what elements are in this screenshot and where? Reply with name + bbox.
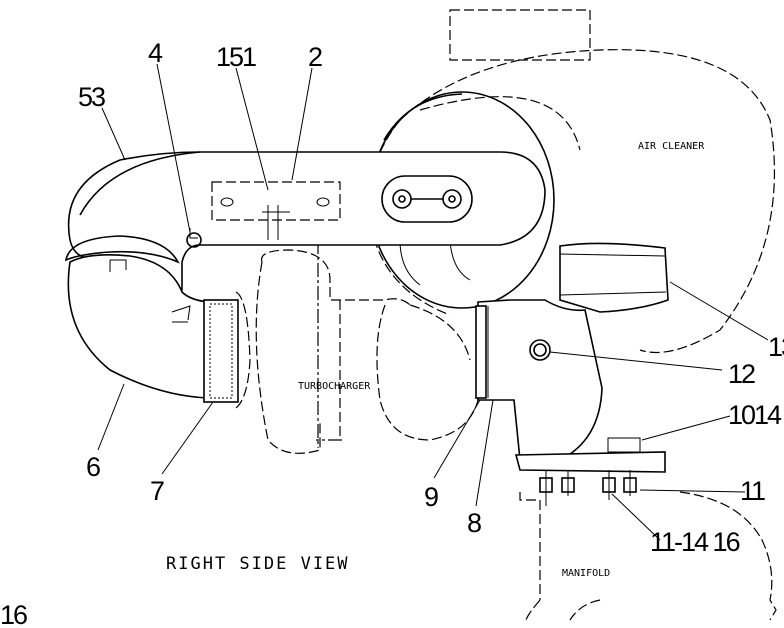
callout-151: 151: [216, 42, 256, 72]
callout-12: 12: [728, 359, 755, 389]
callout-1014: 1014: [728, 400, 782, 430]
outlet-elbow: [475, 242, 669, 461]
turbocharger: TURBOCHARGER: [235, 240, 479, 454]
view-title: RIGHT SIDE VIEW: [166, 554, 350, 574]
callout-7: 7: [150, 476, 164, 506]
callout-4: 4: [148, 38, 163, 68]
callout-8: 8: [467, 508, 481, 538]
callout-11: 11: [740, 476, 765, 506]
callout-2: 2: [308, 42, 322, 72]
callout-11-14-16: 11-14 16: [650, 527, 740, 557]
callouts: 53 4 151 2 6 7 9 8 13 12 1014 11 11-14 1…: [0, 38, 784, 628]
manifold-label: MANIFOLD: [562, 568, 610, 579]
callout-9: 9: [424, 482, 438, 512]
callout-53: 53: [78, 82, 105, 112]
callout-16: 16: [0, 600, 27, 628]
air-cleaner-label: AIR CLEANER: [638, 141, 705, 152]
leader-lines: [97, 63, 769, 541]
lower-elbow: [64, 235, 209, 399]
callout-6: 6: [86, 452, 100, 482]
flange-mount: [514, 437, 666, 506]
callout-13: 13: [768, 332, 784, 362]
manifold: MANIFOLD: [519, 491, 777, 621]
turbocharger-label: TURBOCHARGER: [298, 381, 371, 392]
hose-coupling: [203, 299, 239, 403]
